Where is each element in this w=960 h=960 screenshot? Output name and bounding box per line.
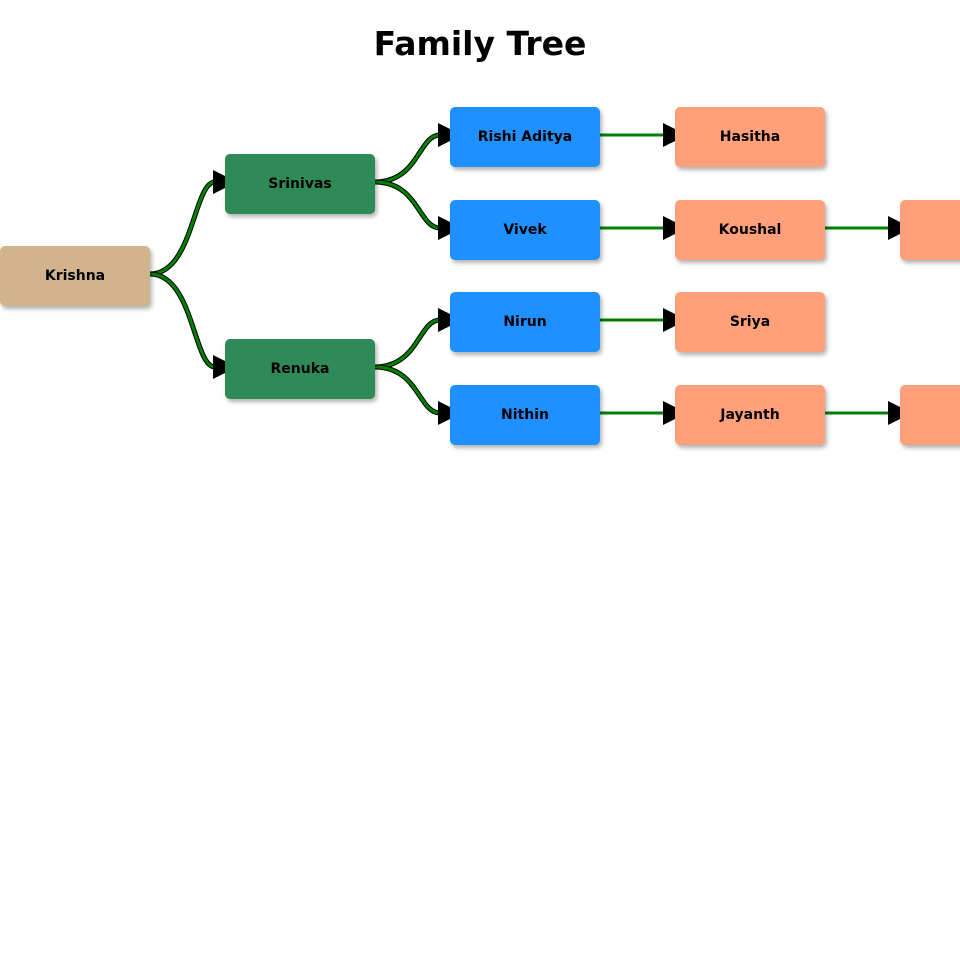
node-label: Hasitha bbox=[719, 129, 781, 145]
edge-krishna-to-renuka bbox=[149, 271, 237, 379]
edge-outline bbox=[149, 271, 216, 370]
edge-rishi-aditya-to-hasitha bbox=[600, 123, 687, 147]
edge-outline bbox=[149, 179, 216, 277]
node-label: Vivek bbox=[503, 222, 547, 238]
node-label: Jayanth bbox=[720, 407, 780, 423]
edge-line bbox=[374, 180, 441, 230]
node-koushal: Koushal bbox=[675, 200, 825, 260]
edge-nithin-to-jayanth bbox=[600, 401, 687, 425]
edge-outline bbox=[374, 364, 441, 416]
node-label: Nithin bbox=[501, 407, 549, 423]
edge-renuka-to-nirun bbox=[374, 308, 462, 370]
node-nirun: Nirun bbox=[450, 292, 600, 352]
edge-jayanth-to-jayanth-child bbox=[825, 401, 912, 425]
edge-renuka-to-nithin bbox=[374, 364, 462, 425]
node-label: Nirun bbox=[503, 314, 547, 330]
edge-line bbox=[374, 318, 441, 369]
edge-line bbox=[149, 180, 216, 276]
node-label: Krishna bbox=[44, 268, 106, 284]
node-krishna: Krishna bbox=[0, 246, 150, 306]
edge-srinivas-to-vivek bbox=[374, 179, 462, 240]
edge-line bbox=[149, 272, 216, 369]
diagram-title: Family Tree bbox=[373, 24, 587, 63]
node-srinivas: Srinivas bbox=[225, 154, 375, 214]
edge-srinivas-to-rishi-aditya bbox=[374, 123, 462, 185]
node-vivek: Vivek bbox=[450, 200, 600, 260]
node-label: Renuka bbox=[270, 361, 330, 377]
node-hasitha: Hasitha bbox=[675, 107, 825, 167]
edge-nirun-to-sriya bbox=[600, 308, 687, 332]
edge-outline bbox=[374, 132, 441, 185]
node-sriya: Sriya bbox=[675, 292, 825, 352]
node-label: Koushal bbox=[718, 222, 782, 238]
node-renuka: Renuka bbox=[225, 339, 375, 399]
node-koushal-child: R bbox=[900, 200, 960, 260]
edge-vivek-to-koushal bbox=[600, 216, 687, 240]
edge-outline bbox=[374, 317, 441, 370]
node-nithin: Nithin bbox=[450, 385, 600, 445]
node-label: Srinivas bbox=[268, 176, 332, 192]
node-rishi-aditya: Rishi Aditya bbox=[450, 107, 600, 167]
edge-krishna-to-srinivas bbox=[149, 170, 237, 277]
edge-koushal-to-koushal-child bbox=[825, 216, 912, 240]
edge-line bbox=[374, 365, 441, 415]
node-label: Sriya bbox=[729, 314, 771, 330]
edge-outline bbox=[374, 179, 441, 231]
node-jayanth: Jayanth bbox=[675, 385, 825, 445]
node-label: Rishi Aditya bbox=[477, 129, 573, 145]
edge-line bbox=[374, 133, 441, 184]
node-jayanth-child: Va bbox=[900, 385, 960, 445]
